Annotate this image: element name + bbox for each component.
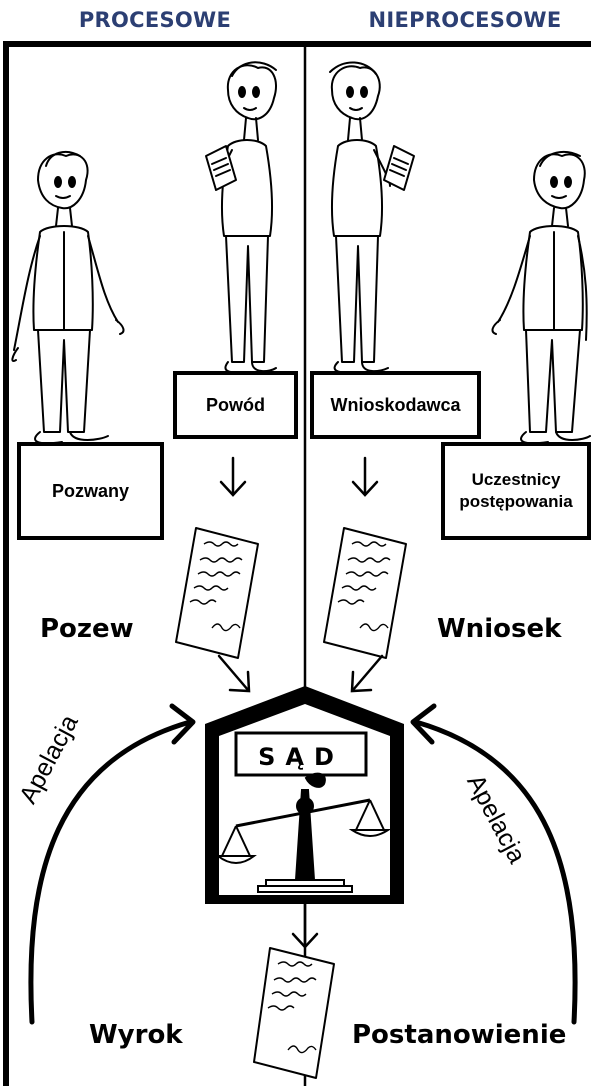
courthouse-icon xyxy=(205,686,404,904)
participants-label-line1: Uczestnicy xyxy=(471,470,561,489)
participants-figure-icon xyxy=(491,150,591,445)
column-header-procesowe: PROCESOWE xyxy=(78,8,232,32)
court-sign-text: SĄD xyxy=(258,743,344,771)
right-appeal-arrow-icon xyxy=(410,703,578,1025)
applicant-label: Wnioskodawca xyxy=(330,394,461,415)
judgment-label: Wyrok xyxy=(89,1020,183,1050)
claim-label: Pozew xyxy=(40,614,134,644)
arrow-diagonal-icon xyxy=(350,654,384,693)
claim-document-icon xyxy=(175,527,259,659)
defendant-box xyxy=(17,442,164,540)
participants-label-line2: postępowania xyxy=(459,492,573,511)
plaintiff-figure-icon xyxy=(205,61,277,374)
defendant-figure-icon xyxy=(11,150,125,445)
arrow-down-icon xyxy=(351,456,379,497)
participants-label: Uczestnicy postępowania xyxy=(443,444,589,538)
motion-document-icon xyxy=(323,527,407,659)
ruling-label: Postanowienie xyxy=(352,1020,567,1050)
arrow-down-icon xyxy=(219,456,247,497)
court-sign xyxy=(234,731,368,777)
motion-label: Wniosek xyxy=(437,614,562,644)
scales-icon xyxy=(215,772,392,893)
plaintiff-box xyxy=(173,371,298,439)
left-appeal-arrow-icon xyxy=(28,703,196,1025)
decision-document-icon xyxy=(253,947,335,1079)
applicant-figure-icon xyxy=(329,61,415,374)
arrow-diagonal-icon xyxy=(217,654,251,693)
plaintiff-label: Powód xyxy=(206,394,265,415)
column-header-nieprocesowe: NIEPROCESOWE xyxy=(368,8,562,32)
arrow-down-icon xyxy=(291,902,319,949)
outer-frame xyxy=(3,41,591,1086)
defendant-label: Pozwany xyxy=(51,480,130,501)
participants-box xyxy=(441,442,591,540)
applicant-box xyxy=(310,371,481,439)
